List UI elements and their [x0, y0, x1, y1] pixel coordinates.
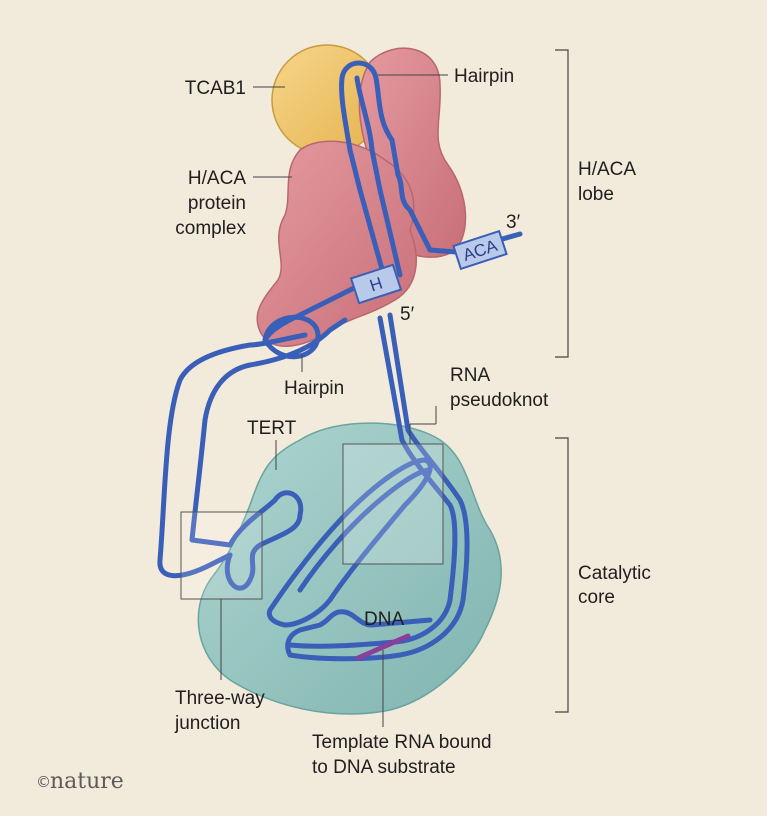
label-template-1: Template RNA bound [312, 732, 492, 753]
label-haca-complex-2: protein [188, 193, 246, 214]
label-hairpin-bottom: Hairpin [284, 378, 344, 399]
nature-logo: nature [50, 769, 124, 794]
dna-substrate [355, 633, 411, 661]
label-haca-lobe-2: lobe [578, 184, 614, 205]
label-rna-pseudoknot-1: RNA [450, 365, 490, 386]
three-way-junction-box [180, 511, 263, 600]
label-three-way-2: junction [174, 713, 241, 734]
label-haca-complex-1: H/ACA [188, 168, 246, 189]
label-template-2: to DNA substrate [312, 757, 456, 778]
copyright-symbol: © [36, 773, 51, 791]
label-three-prime: 3′ [506, 212, 521, 233]
label-catalytic-core-2: core [578, 587, 615, 608]
label-rna-pseudoknot-2: pseudoknot [450, 390, 549, 411]
leader-lines [220, 74, 448, 727]
box-h: H [349, 263, 403, 305]
catalytic-core-bracket [555, 437, 569, 713]
label-dna: DNA [364, 609, 404, 630]
label-tert: TERT [247, 418, 297, 439]
label-hairpin-top: Hairpin [454, 66, 514, 87]
label-haca-complex-3: complex [175, 218, 246, 239]
label-tcab1: TCAB1 [185, 78, 246, 99]
label-haca-lobe-1: H/ACA [578, 159, 636, 180]
label-five-prime: 5′ [400, 304, 415, 325]
label-three-way-1: Three-way [175, 688, 265, 709]
rna-pseudoknot-box [342, 443, 444, 565]
box-h-label: H [367, 274, 385, 296]
label-catalytic-core-1: Catalytic [578, 563, 651, 584]
haca-lobe-bracket [555, 49, 569, 358]
